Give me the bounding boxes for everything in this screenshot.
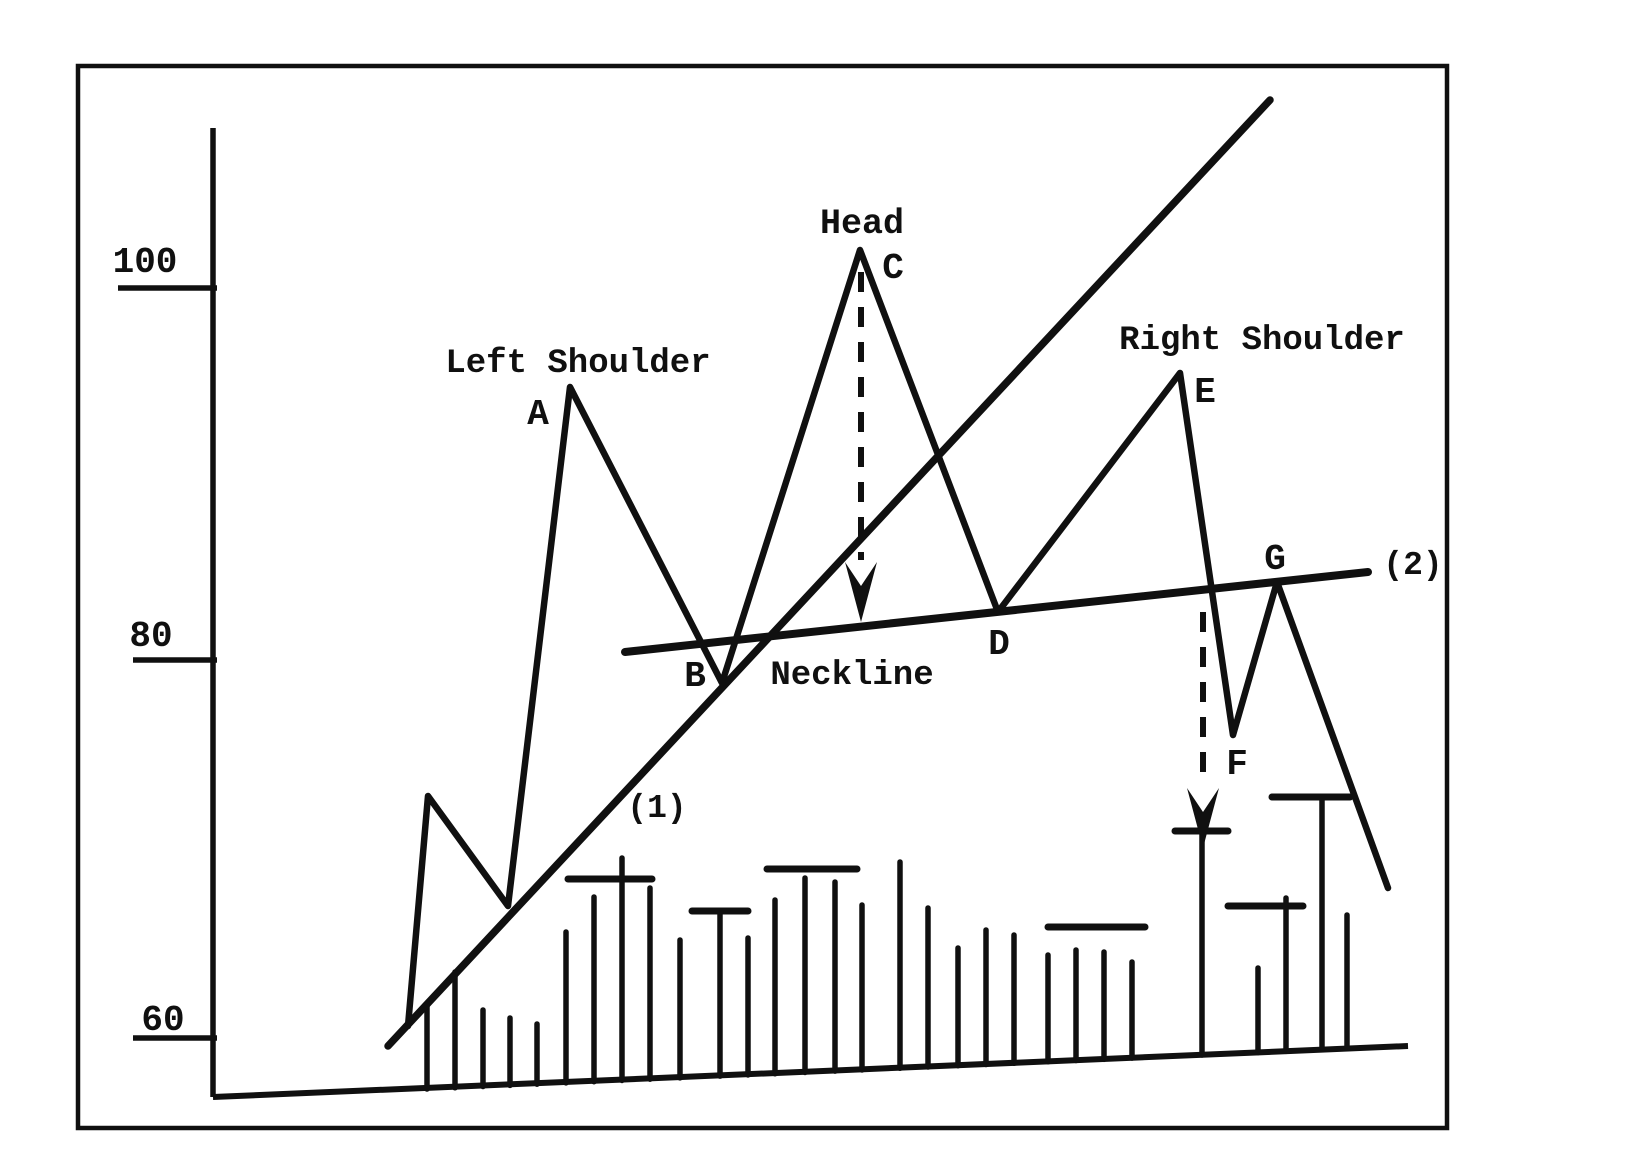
trendline-2-label: (2) [1383, 547, 1442, 584]
neckline-label: Neckline [770, 657, 933, 695]
y-tick-label-100: 100 [113, 242, 178, 283]
point-g-label: G [1264, 539, 1286, 580]
point-c-label: C [882, 248, 904, 289]
x-axis-baseline [212, 1043, 1409, 1100]
left-shoulder-label: Left Shoulder [445, 345, 710, 383]
point-f-label: F [1226, 744, 1248, 785]
uptrend-line-1 [384, 96, 1274, 1050]
y-tick-label-80: 80 [129, 616, 172, 657]
point-a-label: A [527, 394, 549, 435]
point-e-label: E [1194, 372, 1216, 413]
measure-arrow-head-1 [845, 562, 877, 622]
measure-arrow-head-2 [1187, 788, 1219, 848]
right-shoulder-label: Right Shoulder [1119, 322, 1405, 360]
point-b-label: B [684, 656, 706, 697]
price-line [404, 246, 1392, 1030]
trendline-1-label: (1) [627, 790, 686, 827]
figure-frame [75, 63, 1450, 1131]
head-label: Head [820, 204, 904, 244]
y-tick-label-60: 60 [141, 1000, 184, 1041]
point-d-label: D [988, 624, 1010, 665]
